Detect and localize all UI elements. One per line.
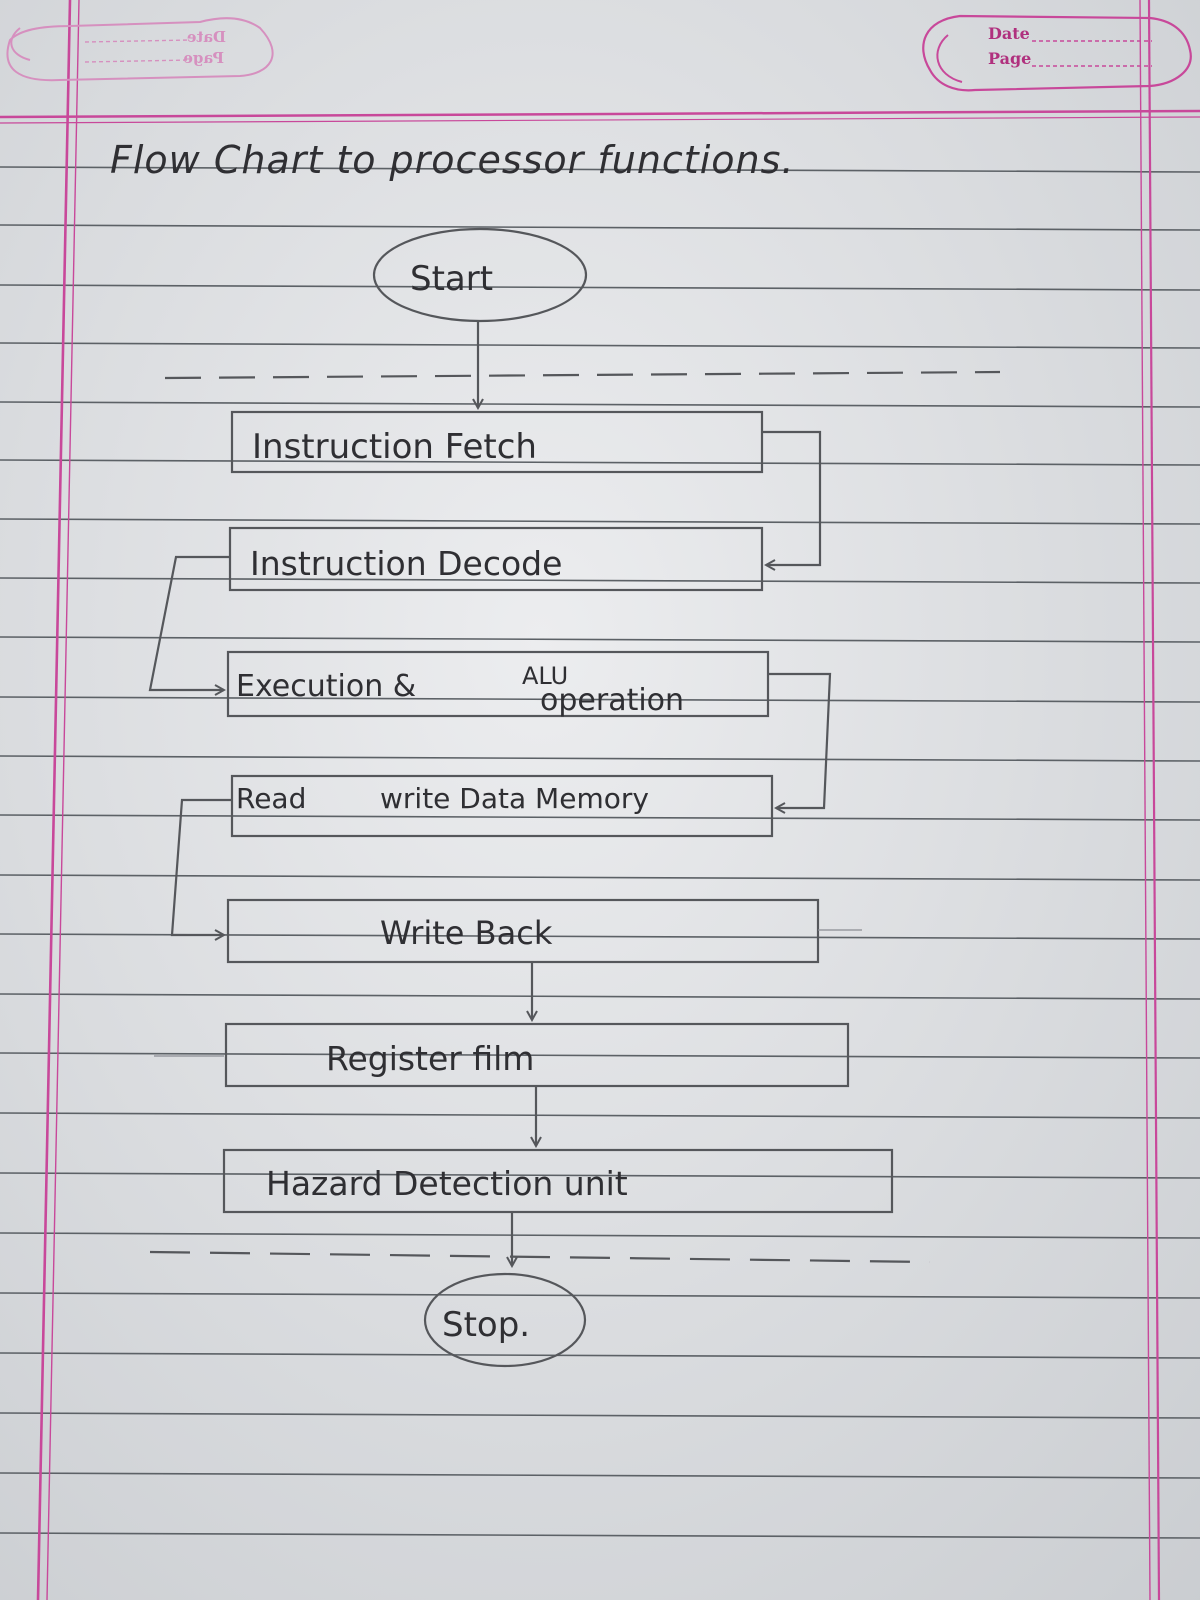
memory-label: write Data Memory bbox=[380, 782, 649, 815]
right-margin bbox=[1139, 0, 1161, 1600]
right-date-page-stamp: Date Page bbox=[922, 14, 1192, 92]
register-label: Register film bbox=[326, 1039, 534, 1078]
write-back-label: Write Back bbox=[380, 914, 553, 952]
fetch-box bbox=[230, 410, 764, 474]
execute-label: Execution & bbox=[236, 669, 416, 704]
execute-operation-label: operation bbox=[540, 683, 684, 718]
start-label: Start bbox=[410, 259, 493, 299]
arrow-decode-to-execute bbox=[148, 555, 230, 690]
execute-box bbox=[226, 650, 770, 718]
ruled-lines bbox=[0, 166, 1200, 1539]
page-title: Flow Chart to processor functions. bbox=[110, 138, 794, 182]
arrow-fetch-to-decode bbox=[762, 430, 822, 565]
top-dashed-separator bbox=[164, 370, 1001, 380]
fetch-label: Instruction Fetch bbox=[252, 427, 537, 467]
right-stamp-date-label: Date bbox=[988, 24, 1030, 43]
hazard-box bbox=[222, 1148, 894, 1214]
flowchart bbox=[148, 227, 1001, 1368]
stop-label: Stop. bbox=[442, 1305, 530, 1345]
stop-terminal bbox=[423, 1272, 587, 1368]
arrow-execute-to-memory bbox=[768, 672, 832, 808]
bottom-dashed-separator bbox=[149, 1250, 931, 1264]
execute-alu-label: ALU bbox=[522, 662, 568, 690]
memory-read-label: Read bbox=[236, 782, 306, 815]
header-rule bbox=[0, 109, 1200, 119]
header-rule-thin bbox=[0, 116, 1200, 124]
left-stamp-date-label: Date bbox=[187, 28, 226, 46]
left-margin bbox=[36, 0, 80, 1600]
hazard-label: Hazard Detection unit bbox=[266, 1164, 628, 1203]
arrow-memory-to-write-back bbox=[170, 798, 232, 935]
write-back-box bbox=[226, 898, 820, 964]
start-terminal bbox=[372, 227, 588, 323]
flowchart-labels: Start Instruction Fetch Instruction Deco… bbox=[236, 259, 684, 1345]
left-stamp-page-label: Page bbox=[183, 49, 224, 67]
decode-box bbox=[228, 526, 764, 592]
memory-box bbox=[230, 774, 774, 838]
decode-label: Instruction Decode bbox=[250, 544, 562, 583]
left-date-page-stamp: Date Page bbox=[6, 17, 274, 82]
right-stamp-page-label: Page bbox=[988, 49, 1031, 68]
